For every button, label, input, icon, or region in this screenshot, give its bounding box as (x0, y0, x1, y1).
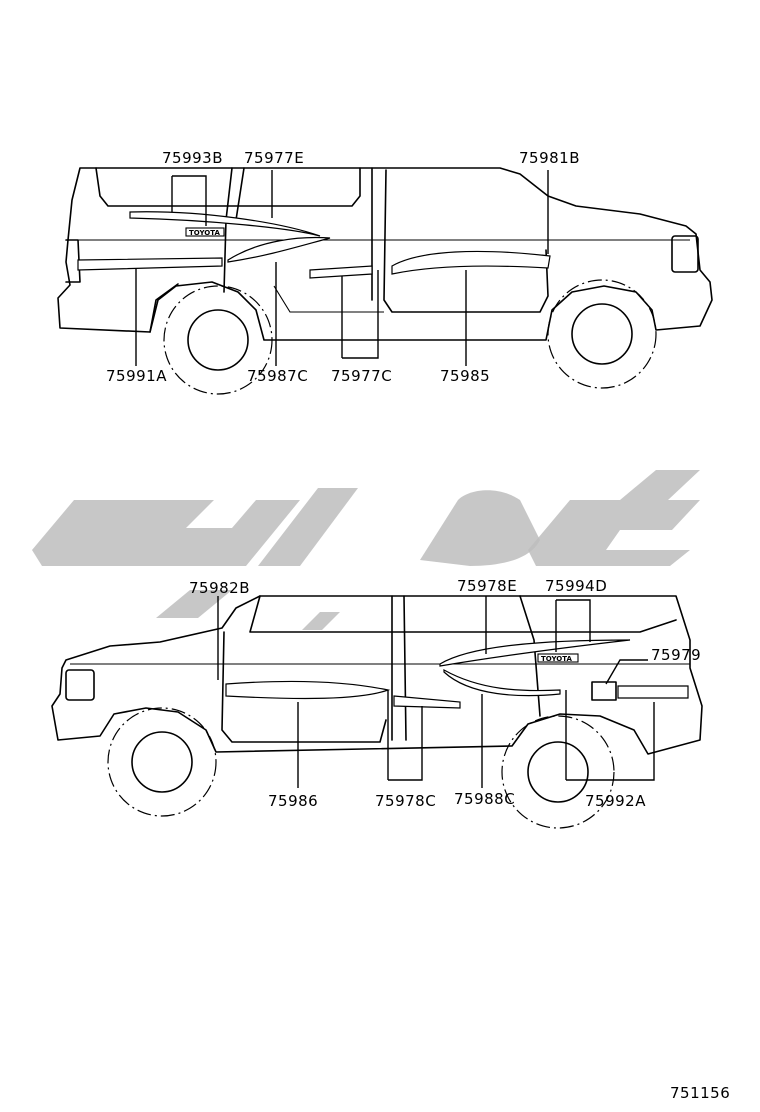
part-label-75987C: 75987C (247, 367, 308, 385)
labels-bottom: 75982B 75978E 75994D 75979 75986 75978C … (189, 577, 701, 810)
watermark-logo (32, 470, 700, 630)
part-label-75982B: 75982B (189, 579, 250, 597)
part-label-75977C: 75977C (331, 367, 392, 385)
part-label-75994D: 75994D (545, 577, 607, 595)
part-label-75986: 75986 (268, 792, 318, 810)
part-label-75992A: 75992A (585, 792, 646, 810)
part-label-75978C: 75978C (375, 792, 436, 810)
part-label-75978E: 75978E (457, 577, 517, 595)
part-label-75993B: 75993B (162, 149, 223, 167)
part-label-75977E: 75977E (244, 149, 304, 167)
emblem-text-bottom: TOYOTA (541, 655, 572, 663)
leaders-bottom (217, 596, 655, 788)
labels-top: 75993B 75977E 75981B 75991A 75987C 75977… (106, 149, 580, 385)
part-label-75985: 75985 (440, 367, 490, 385)
leaders-top (135, 170, 549, 366)
vehicle-top: TOYOTA (57, 167, 713, 395)
part-label-75979: 75979 (651, 646, 701, 664)
emblem-text-top: TOYOTA (189, 229, 220, 237)
part-label-75988C: 75988C (454, 790, 515, 808)
part-label-75991A: 75991A (106, 367, 167, 385)
part-label-75981B: 75981B (519, 149, 580, 167)
diagram-id: 751156 (670, 1084, 730, 1102)
